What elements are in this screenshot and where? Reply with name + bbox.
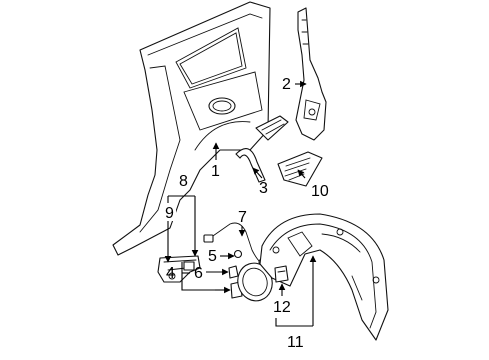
- callout-12: 12: [273, 299, 291, 316]
- callout-2: 2: [282, 76, 291, 93]
- callout-11: 11: [287, 334, 304, 351]
- callout-10: 10: [311, 183, 329, 200]
- callouts: 1 2 3 10 7 8 9 5 4 6 12: [164, 76, 329, 351]
- quarter-panel-drawing: [112, 1, 289, 256]
- callout-9: 9: [165, 205, 174, 222]
- callout-7: 7: [238, 209, 247, 226]
- pillar-reinforcement-drawing: [295, 7, 327, 141]
- vent-grille-drawing: [277, 151, 323, 187]
- callout-1: 1: [211, 163, 220, 180]
- callout-3: 3: [259, 180, 268, 197]
- callout-4: 4: [166, 265, 175, 282]
- callout-6: 6: [194, 265, 203, 282]
- callout-8: 8: [179, 173, 188, 190]
- callout-5: 5: [208, 248, 217, 265]
- fuel-door-parts-drawing: [228, 249, 273, 302]
- wheel-well-liner-drawing: [259, 213, 389, 341]
